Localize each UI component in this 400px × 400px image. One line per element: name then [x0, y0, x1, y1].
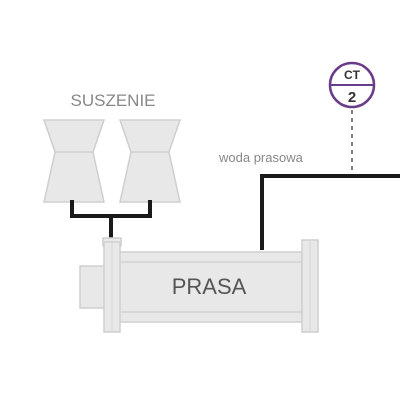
instrument-tag-bottom: 2: [348, 89, 356, 106]
instrument-ct-2: CT 2: [328, 61, 376, 109]
dryer-right: [118, 119, 182, 203]
dryer-left: [42, 119, 106, 203]
instrument-tag-top: CT: [344, 68, 361, 82]
press-water-label: woda prasowa: [218, 150, 304, 165]
dryer-outlet-pipe: [70, 200, 152, 242]
press-left-end: [79, 265, 107, 309]
press-body: [105, 251, 303, 323]
press-label: PRASA: [172, 274, 247, 299]
dryers-label: SUSZENIE: [70, 91, 155, 110]
press: [79, 237, 319, 333]
press-water-pipe: [260, 174, 400, 250]
